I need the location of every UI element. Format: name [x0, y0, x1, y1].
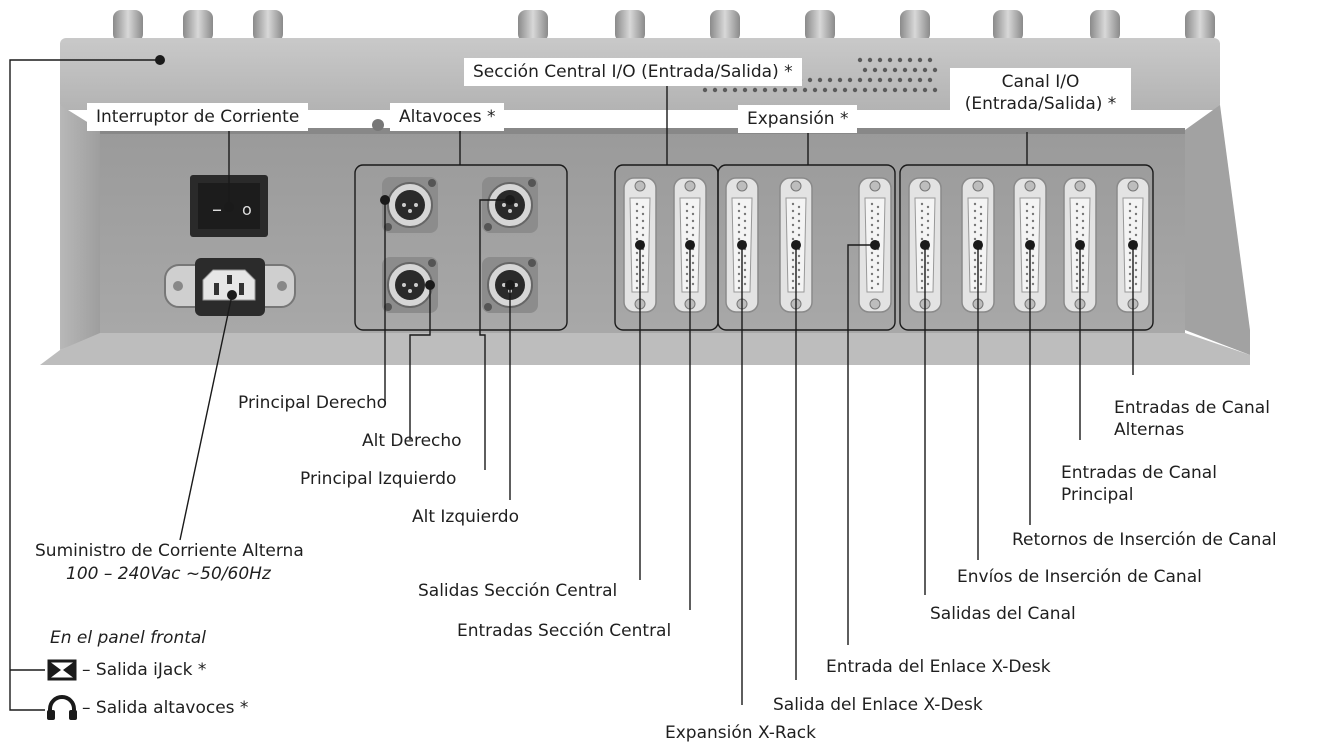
label-envios-insercion: Envíos de Inserción de Canal: [957, 567, 1202, 587]
callout-expansion: Expansión *: [738, 105, 858, 133]
callout-power-switch: Interruptor de Corriente: [87, 103, 309, 131]
label-entradas-alternas-line2: Alternas: [1114, 420, 1185, 440]
label-salidas-seccion-central: Salidas Sección Central: [418, 581, 618, 601]
frame-expansion: [717, 164, 896, 331]
switch-off-symbol: –: [212, 197, 222, 221]
base-floor: [40, 333, 1250, 365]
headphones-icon: [47, 695, 77, 720]
label-principal-derecho: Principal Derecho: [238, 393, 387, 413]
label-ac-supply: Suministro de Corriente Alterna: [35, 541, 304, 561]
label-entradas-alternas-line1: Entradas de Canal: [1114, 398, 1270, 418]
knob-row: [113, 10, 1215, 42]
switch-on-symbol: o: [242, 200, 252, 219]
label-alt-derecho: Alt Derecho: [362, 431, 462, 451]
iec-power-inlet: [164, 258, 296, 316]
label-retornos-insercion: Retornos de Inserción de Canal: [1012, 530, 1277, 550]
label-entradas-principal-line1: Entradas de Canal: [1061, 463, 1217, 483]
dsub-connector-icon: [908, 177, 942, 313]
callout-channel-io-line1: Canal I/O: [1001, 72, 1080, 92]
callout-central-io: Sección Central I/O (Entrada/Salida) *: [464, 58, 802, 86]
label-principal-izquierdo: Principal Izquierdo: [300, 469, 457, 489]
label-salidas-canal: Salidas del Canal: [930, 604, 1076, 624]
label-ac-spec: 100 – 240Vac ~50/60Hz: [66, 564, 271, 584]
callout-speakers: Altavoces *: [390, 103, 505, 131]
front-panel-ijack: – Salida iJack *: [82, 660, 207, 680]
frame-speakers: [354, 164, 568, 331]
label-entradas-seccion-central: Entradas Sección Central: [457, 621, 672, 641]
front-panel-headphones: – Salida altavoces *: [82, 698, 249, 718]
front-panel-title: En el panel frontal: [50, 628, 207, 648]
label-expansion-xrack: Expansión X-Rack: [665, 723, 816, 743]
frame-central-io: [614, 164, 719, 331]
label-entrada-enlace: Entrada del Enlace X-Desk: [826, 657, 1051, 677]
ijack-icon: [47, 659, 77, 681]
label-entradas-principal: Entradas de Canal Principal: [1061, 462, 1217, 506]
xlr-connector-icon: [382, 177, 438, 233]
label-entradas-principal-line2: Principal: [1061, 485, 1134, 505]
right-side-wall: [1185, 105, 1250, 355]
xlr-connector-icon: [382, 257, 438, 313]
callout-channel-io: Canal I/O (Entrada/Salida) *: [950, 68, 1131, 118]
left-side-wall: [60, 105, 100, 350]
label-entradas-alternas: Entradas de Canal Alternas: [1114, 397, 1270, 441]
label-salida-enlace: Salida del Enlace X-Desk: [773, 695, 983, 715]
label-alt-izquierdo: Alt Izquierdo: [412, 507, 519, 527]
callout-channel-io-line2: (Entrada/Salida) *: [964, 94, 1117, 114]
